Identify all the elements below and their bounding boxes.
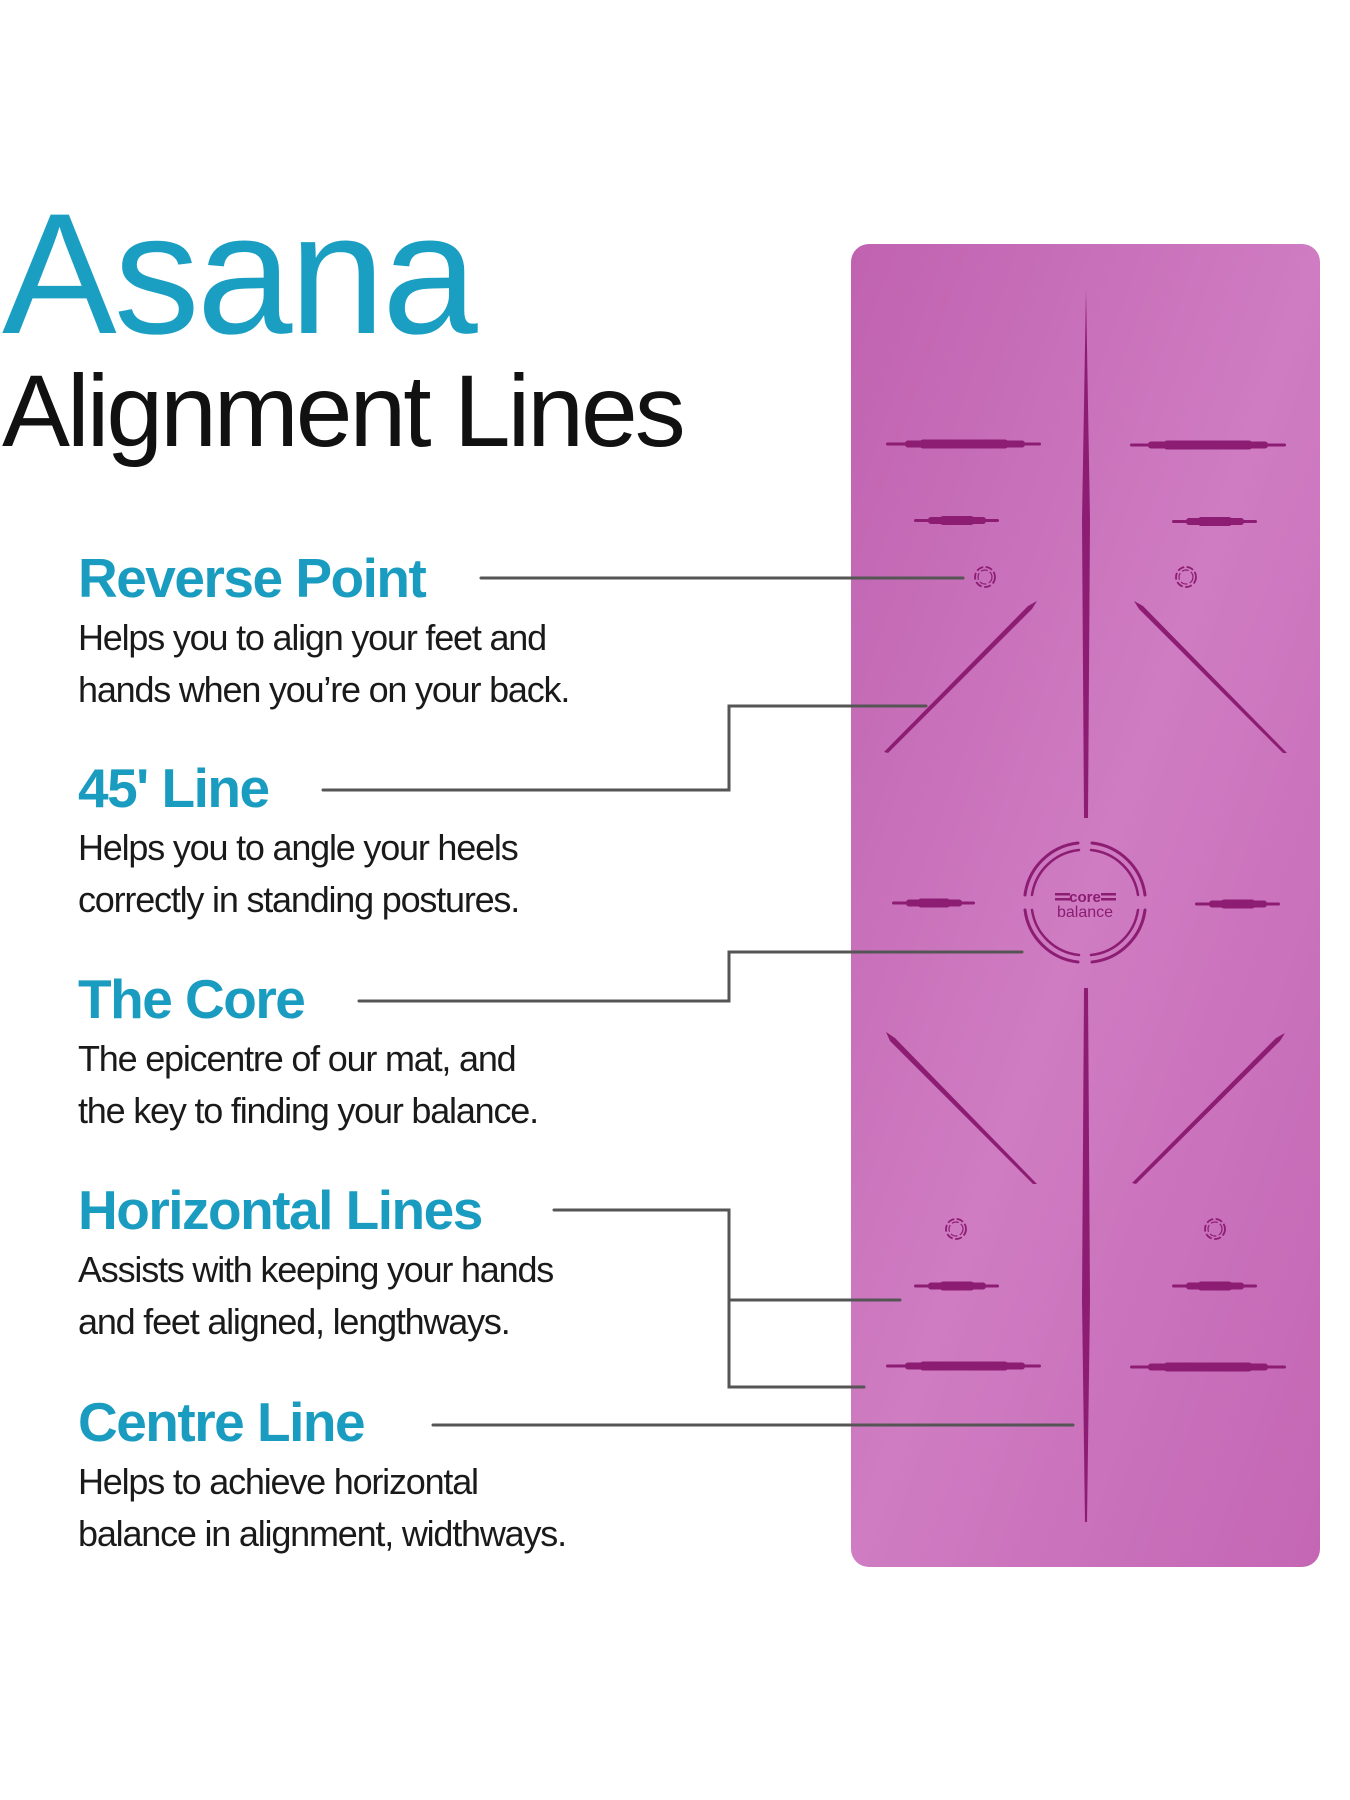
core-logo-text-bottom: balance [1057, 904, 1113, 921]
45-degree-line [1132, 1033, 1285, 1184]
feature-description: Helps you to angle your heels correctly … [78, 827, 520, 920]
feature-heading: Horizontal Lines [78, 1179, 483, 1241]
horizontal-line [1172, 517, 1257, 526]
yoga-mat [851, 244, 1320, 1567]
feature-description: The epicentre of our mat, and the key to… [78, 1038, 539, 1131]
feature-heading: Reverse Point [78, 547, 427, 609]
reverse-point-icon [1175, 566, 1197, 588]
title-main: Asana [2, 178, 478, 370]
centre-line-top [1082, 290, 1090, 818]
core-balance-logo [1023, 841, 1147, 964]
horizontal-line [1130, 1362, 1286, 1372]
connector-the-core [357, 950, 1024, 1003]
feature-heading: Centre Line [78, 1391, 366, 1453]
reverse-point-icon [974, 566, 996, 588]
feature-heading: 45' Line [78, 757, 270, 819]
centre-line-bottom [1082, 988, 1090, 1522]
feature-45-line: 45' Line Helps you to angle your heels c… [78, 757, 520, 926]
horizontal-line [1172, 1281, 1257, 1291]
feature-horizontal-lines: Horizontal Lines Assists with keeping yo… [78, 1179, 554, 1348]
feature-the-core: The Core The epicentre of our mat, and t… [78, 968, 539, 1137]
core-logo-bars [1055, 893, 1116, 901]
horizontal-line [1195, 899, 1280, 909]
title-subtitle: Alignment Lines [2, 354, 686, 468]
horizontal-line [886, 1361, 1041, 1371]
core-logo-text-top: core [1069, 889, 1101, 906]
reverse-point-icon [1204, 1218, 1226, 1240]
horizontal-line [892, 898, 975, 908]
feature-centre-line: Centre Line Helps to achieve horizontal … [78, 1391, 567, 1560]
45-degree-line [884, 601, 1037, 753]
horizontal-line [914, 516, 999, 525]
feature-heading: The Core [78, 968, 306, 1030]
horizontal-line [886, 439, 1041, 449]
45-degree-line [1134, 601, 1287, 753]
mat-lines [884, 290, 1287, 1522]
feature-description: Assists with keeping your hands and feet… [78, 1249, 554, 1342]
reverse-point-icon [945, 1218, 967, 1240]
horizontal-line [914, 1281, 999, 1291]
horizontal-line [1130, 440, 1286, 450]
45-degree-line [886, 1032, 1037, 1184]
feature-description: Helps you to align your feet and hands w… [78, 617, 570, 710]
connector-45-line [321, 704, 928, 792]
feature-description: Helps to achieve horizontal balance in a… [78, 1461, 567, 1554]
feature-reverse-point: Reverse Point Helps you to align your fe… [78, 547, 570, 716]
